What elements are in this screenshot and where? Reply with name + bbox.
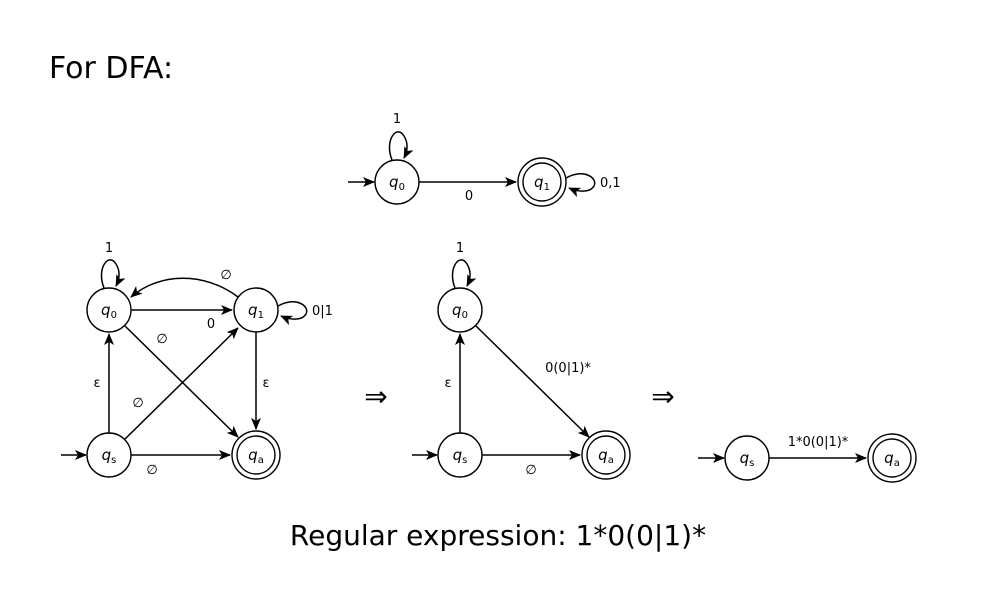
state-qs: qs [86,432,132,478]
edge-label-q1-q0: ∅ [220,268,231,283]
regular-expression-caption: Regular expression: 1*0(0|1)* [289,519,707,552]
state-qa-accepting: qa [867,433,917,483]
edge-label-q0-self: 1 [105,241,113,256]
diagram-q0-eliminated: qs qa 1*0(0|1)* [698,433,917,483]
edge-q0-self-loop [451,259,477,289]
edge-label-qs-qa: ∅ [146,463,157,478]
svg-text:qa: qa [598,446,614,466]
state-q1: q1 [233,287,279,333]
svg-text:q0: q0 [101,301,117,321]
state-q0: q0 [86,287,132,333]
edge-q0-to-qa [124,325,239,438]
svg-text:qs: qs [740,449,755,469]
edge-q0-self-loop [100,259,126,289]
edge-label-qs-q1: ∅ [132,396,143,411]
diagram-q1-eliminated: q0 qs qa 1 0(0|1)* ε ∅ [412,241,631,480]
svg-text:qa: qa [248,446,264,466]
edge-label-q0-q1: 0 [207,317,215,332]
edge-label-q1-self: 0,1 [600,176,621,191]
edge-qs-to-q1 [124,327,239,440]
edge-label-q0-q1: 0 [465,189,473,204]
svg-text:q1: q1 [248,301,264,321]
edge-q1-to-q0 [130,277,239,298]
edge-label-q0-qa: 0(0|1)* [545,361,591,376]
edge-label-q1-self: 0|1 [312,304,333,319]
page-heading: For DFA: [49,51,174,86]
svg-text:q1: q1 [534,173,550,193]
edge-q1-self-loop [277,301,308,326]
edge-label-q1-qa: ε [262,376,269,391]
edge-label-qs-q0: ε [444,376,451,391]
svg-text:qs: qs [102,446,117,466]
state-qs: qs [437,432,483,478]
edge-label-qs-q0: ε [93,376,100,391]
edge-q0-to-qa [475,325,590,438]
transform-arrow-2: ⇒ [651,380,674,413]
diagram-original-dfa: q0 q1 1 0 0,1 [348,112,621,207]
state-q0: q0 [374,159,420,205]
edge-label-qs-qa: 1*0(0|1)* [788,435,849,450]
transform-arrow-1: ⇒ [364,380,387,413]
state-q0: q0 [437,287,483,333]
edge-label-q0-self: 1 [393,112,401,127]
state-qs: qs [724,435,770,481]
diagram-gnfa: q0 q1 qs qa 1 ∅ 0 0|1 ∅ [61,241,333,480]
svg-text:q0: q0 [452,301,468,321]
state-qa-accepting: qa [231,430,281,480]
state-q1-accepting: q1 [517,157,567,207]
edge-q0-self-loop [388,131,414,161]
svg-text:qs: qs [453,446,468,466]
svg-text:qa: qa [884,449,900,469]
edge-q1-self-loop [565,173,596,198]
edge-label-qs-qa: ∅ [525,463,536,478]
edge-label-q0-self: 1 [456,241,464,256]
edge-label-q0-qa: ∅ [156,332,167,347]
svg-text:q0: q0 [389,173,405,193]
state-qa-accepting: qa [581,430,631,480]
